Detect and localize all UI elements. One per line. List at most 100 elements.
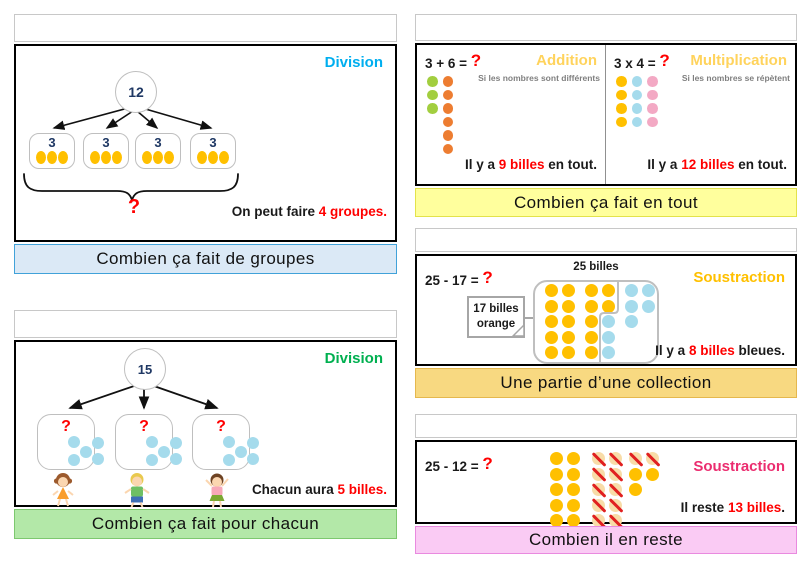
gold-marble: [562, 284, 575, 297]
orange-count-callout: 17 billes orange: [467, 296, 525, 338]
crossed-out-marble: [609, 452, 622, 465]
result-prefix: On peut faire: [231, 204, 319, 219]
card-division-groups: Division 12 3: [14, 14, 397, 274]
marble-column: [550, 452, 563, 527]
gold-marble: [585, 330, 598, 344]
gold-marble: [545, 284, 558, 297]
gold-marble: [616, 103, 627, 114]
crossed-out-marble: [592, 467, 605, 481]
result-text: Il y a 9 billes en tout.: [465, 157, 597, 172]
gold-marble: [562, 299, 575, 313]
marble-column: [602, 284, 615, 359]
blue-marble: [625, 315, 638, 328]
crossed-out-marble: [629, 452, 642, 465]
marble-column: [562, 284, 575, 359]
share-box: ?: [115, 414, 182, 470]
crossed-out-marble: [609, 483, 622, 496]
gold-marble: [567, 483, 580, 496]
marble-column: [642, 284, 655, 328]
crossed-out-marble: [592, 483, 605, 496]
question-mark: ?: [470, 51, 482, 70]
gold-marble: [562, 330, 575, 344]
group-value: 3: [48, 135, 56, 150]
dividend-value: 12: [128, 84, 144, 100]
result-prefix: Chacun aura: [251, 482, 338, 497]
crossed-out-marble: [592, 452, 605, 465]
operation-label-soustraction: Soustraction: [693, 269, 785, 286]
marble-column: [631, 76, 642, 127]
equation-text: 3 x 4 =: [614, 56, 660, 71]
gold-marble: [545, 315, 558, 328]
marble-column: [609, 452, 622, 527]
pink-marble: [647, 116, 658, 127]
blue-marble: [631, 76, 642, 87]
remain-panel: 25 - 12 = ? Soustraction Il reste 13 bil…: [415, 440, 797, 527]
gold-marble: [550, 498, 563, 512]
gold-marble: [567, 498, 580, 512]
title-placeholder: [415, 414, 797, 438]
marble-triplet: [191, 151, 235, 164]
gold-marble: [602, 299, 615, 313]
result-text: Chacun aura 5 billes.: [252, 482, 387, 497]
blue-marble: [631, 89, 642, 100]
blue-marble: [625, 284, 638, 297]
caption-total: Combien ça fait en tout: [415, 188, 797, 217]
orange-marble: [442, 130, 453, 141]
result-highlight: 8 billes: [688, 343, 735, 358]
caption-remain: Combien il en reste: [415, 526, 797, 554]
question-mark: ?: [127, 196, 141, 218]
blue-marble: [625, 299, 638, 313]
addition-half: 3 + 6 = ? Addition Si les nombres sont d…: [417, 45, 606, 184]
orange-marble: [442, 116, 453, 127]
share-box: ?: [192, 414, 259, 470]
result-suffix: en tout.: [544, 157, 597, 172]
marble-column: [625, 284, 638, 328]
blue-marble: [602, 330, 615, 344]
marble-triplet: [136, 151, 180, 164]
mixed-marbles-group: [585, 284, 615, 359]
blue-marble: [631, 116, 642, 127]
dividend-value: 15: [137, 361, 153, 377]
addition-marbles: [427, 76, 453, 154]
orange-marble: [442, 143, 453, 154]
equation-text: 25 - 12 =: [425, 459, 483, 474]
blue-marbles-group: [625, 284, 655, 328]
division-groups-panel: Division 12 3: [14, 44, 397, 242]
crossed-out-marble: [609, 467, 622, 481]
pink-marble: [647, 89, 658, 100]
result-prefix: Il y a: [647, 157, 682, 172]
caption-groups: Combien ça fait de groupes: [14, 244, 397, 274]
green-marble: [427, 103, 438, 114]
gold-marble: [616, 76, 627, 87]
marble-column: [629, 452, 642, 496]
group-value: 3: [154, 135, 162, 150]
pink-marble: [647, 103, 658, 114]
operation-label-division: Division: [324, 54, 383, 71]
card-part: 25 - 17 = ? Soustraction 25 billes 17 bi…: [415, 228, 797, 398]
blue-marble: [602, 346, 615, 359]
result-highlight: 13 billes: [727, 500, 782, 515]
marble-column: [616, 76, 627, 127]
title-placeholder: [14, 310, 397, 338]
addition-hint: Si les nombres sont différents: [478, 73, 600, 83]
question-mark: ?: [482, 268, 493, 287]
card-total: 3 + 6 = ? Addition Si les nombres sont d…: [415, 14, 797, 217]
result-text: Il y a 8 billes bleues.: [655, 343, 785, 358]
caption-each: Combien ça fait pour chacun: [14, 509, 397, 539]
group-value: 3: [209, 135, 217, 150]
crossed-out-marble: [592, 514, 605, 527]
marble-column: [592, 452, 605, 527]
division-each-panel: Division 15 ?: [14, 340, 397, 508]
blue-marble: [631, 103, 642, 114]
boy-figure: [124, 473, 150, 508]
result-prefix: Il y a: [655, 343, 689, 358]
dividend-circle: 12: [115, 71, 157, 113]
multiplication-equation: 3 x 4 = ?: [614, 51, 670, 73]
gold-marble: [585, 315, 598, 328]
green-marble: [427, 76, 438, 87]
gold-marble: [545, 346, 558, 359]
multiplication-hint: Si les nombres se répètent: [681, 73, 790, 83]
gold-marble: [646, 467, 659, 481]
blue-marble: [602, 315, 615, 328]
gold-marble: [550, 452, 563, 465]
